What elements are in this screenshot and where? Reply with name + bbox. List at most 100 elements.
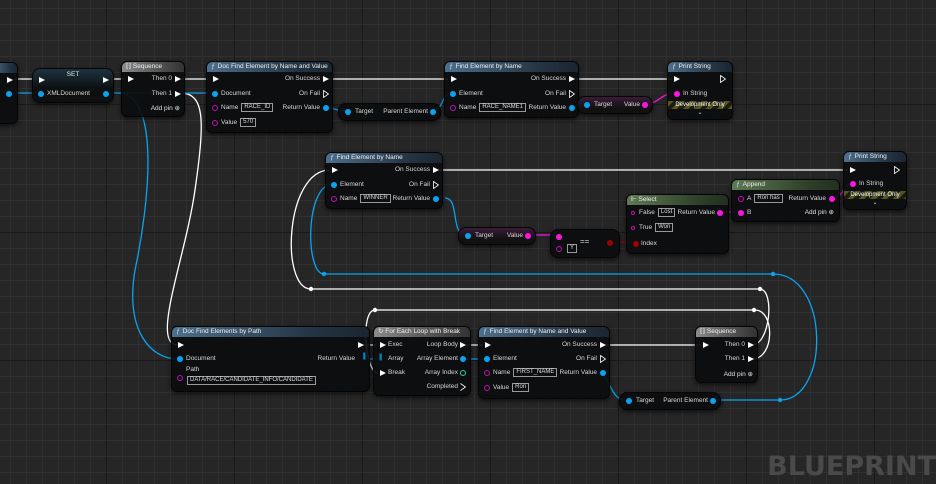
value-input[interactable]: Ron [512, 383, 530, 392]
exec-out-pin[interactable] [894, 165, 901, 175]
name-pin[interactable] [331, 196, 337, 202]
add-pin-button[interactable]: Add pin ⊕ [724, 370, 753, 380]
parent-element-node-1[interactable]: Target Parent Element [338, 103, 441, 121]
name-pin[interactable] [212, 105, 218, 111]
on-success-pin[interactable] [600, 342, 606, 348]
value-out-pin[interactable] [642, 102, 648, 108]
a-pin[interactable] [738, 196, 744, 202]
return-value-pin[interactable] [717, 210, 723, 216]
array-index-pin[interactable] [460, 370, 466, 376]
exec-in-pin[interactable] [451, 76, 457, 82]
array-in-pin[interactable]: ||| [379, 354, 383, 361]
exec-out-pin[interactable] [103, 77, 109, 83]
then1-pin[interactable] [175, 91, 181, 97]
b-in-pin[interactable] [556, 246, 562, 252]
name-input[interactable]: FIRST_NAME [513, 368, 558, 377]
then1-pin[interactable] [748, 356, 754, 362]
object-out-pin[interactable] [6, 91, 12, 97]
document-pin[interactable] [212, 91, 218, 97]
array-out-pin[interactable]: ||| [362, 353, 367, 360]
return-value-pin[interactable] [569, 105, 575, 111]
add-pin-button[interactable]: Add pin ⊕ [151, 104, 180, 114]
exec-out-pin[interactable] [720, 74, 727, 84]
sequence-node-bottom[interactable]: ⁅⁆ Sequence Then 0 Then 1 Add pin ⊕ [695, 326, 758, 383]
array-element-pin[interactable] [460, 356, 466, 362]
element-pin[interactable] [484, 356, 490, 362]
false-pin[interactable] [631, 211, 635, 215]
b-pin[interactable] [738, 210, 744, 216]
a-input[interactable]: Ron has [754, 194, 783, 203]
set-node[interactable]: SET XMLDocument [32, 68, 114, 103]
return-value-pin[interactable] [829, 196, 835, 202]
loop-body-pin[interactable] [460, 342, 466, 348]
add-pin-button[interactable]: Add pin ⊕ [805, 208, 834, 218]
exec-in-pin[interactable] [485, 342, 491, 348]
exec-out-pin[interactable] [358, 342, 364, 348]
name-input[interactable]: WINNER [360, 194, 391, 203]
on-success-pin[interactable] [433, 167, 439, 173]
target-pin[interactable] [626, 398, 632, 404]
chevron-down-icon[interactable]: ⌄ [697, 110, 703, 116]
target-pin[interactable] [584, 102, 590, 108]
exec-out-pin[interactable] [7, 77, 13, 83]
on-success-pin[interactable] [323, 76, 329, 82]
exec-in-pin[interactable] [178, 342, 184, 348]
exec-in-pin[interactable] [332, 167, 338, 173]
exec-in-pin[interactable] [850, 167, 856, 173]
parent-element-pin[interactable] [430, 109, 436, 115]
value-pin[interactable] [484, 385, 490, 391]
on-fail-pin[interactable] [569, 89, 576, 99]
partial-node-left[interactable] [0, 62, 18, 124]
path-pin[interactable] [177, 375, 183, 381]
name-pin[interactable] [484, 370, 490, 376]
for-each-loop-break-node[interactable]: ↻ For Each Loop with Break Exec Loop Bod… [373, 326, 471, 396]
equals-node[interactable]: Y == [550, 229, 620, 258]
get-value-node-1[interactable]: Target Value [577, 96, 653, 114]
xmldocument-out-pin[interactable] [103, 91, 109, 97]
completed-pin[interactable] [460, 383, 467, 391]
value-out-pin[interactable] [525, 233, 531, 239]
exec-in-pin[interactable] [39, 77, 45, 83]
on-success-pin[interactable] [569, 76, 575, 82]
document-pin[interactable] [177, 356, 183, 362]
on-fail-pin[interactable] [433, 180, 440, 190]
exec-in-pin[interactable] [380, 342, 386, 348]
chevron-down-icon[interactable]: ⌄ [872, 200, 878, 206]
name-pin[interactable] [450, 105, 456, 111]
a-in-pin[interactable] [556, 234, 562, 240]
then0-pin[interactable] [175, 76, 181, 82]
b-input[interactable]: Y [567, 244, 578, 253]
sequence-node-top[interactable]: ⁅⁆ Sequence Then 0 Then 1 Add pin ⊕ [121, 61, 185, 117]
on-fail-pin[interactable] [600, 354, 607, 364]
in-string-pin[interactable] [674, 91, 680, 97]
then0-pin[interactable] [748, 342, 754, 348]
in-string-pin[interactable] [850, 181, 856, 187]
break-pin[interactable] [380, 370, 386, 376]
return-value-pin[interactable] [323, 105, 329, 111]
path-input[interactable]: DATA/RACE/CANDIDATE_INFO/CANDIDATE [187, 376, 316, 385]
exec-in-pin[interactable] [674, 76, 680, 82]
return-value-pin[interactable] [433, 196, 439, 202]
get-value-node-2[interactable]: Target Value [458, 227, 536, 245]
true-pin[interactable] [631, 226, 635, 230]
element-pin[interactable] [450, 91, 456, 97]
return-value-pin[interactable] [600, 370, 606, 376]
index-pin[interactable] [633, 241, 639, 247]
name-input[interactable]: RACE_ID [241, 103, 274, 112]
on-fail-pin[interactable] [323, 89, 330, 99]
exec-in-pin[interactable] [213, 76, 219, 82]
target-pin[interactable] [465, 233, 471, 239]
value-input[interactable]: 570 [240, 118, 257, 127]
parent-element-node-2[interactable]: Target Parent Element [619, 392, 721, 410]
value-pin[interactable] [212, 120, 218, 126]
element-pin[interactable] [331, 182, 337, 188]
parent-element-pin[interactable] [710, 398, 716, 404]
